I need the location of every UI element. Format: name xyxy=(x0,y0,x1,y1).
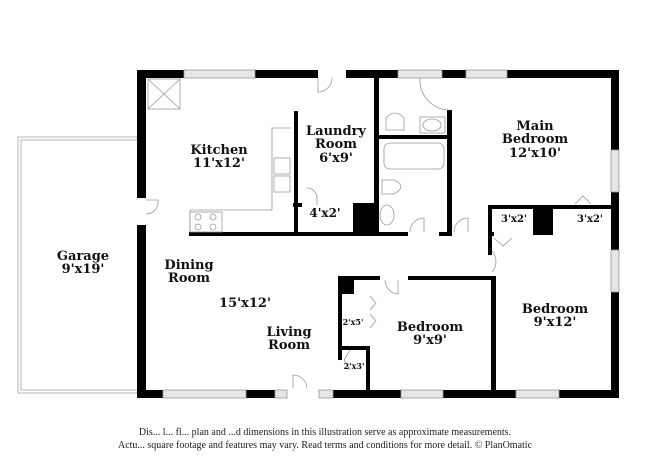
room-name: Garage xyxy=(56,249,110,264)
room-dimensions: 6'x9' xyxy=(319,150,353,166)
room-name-line2: Bedroom xyxy=(501,132,569,148)
closet-laundry: 4'x2' xyxy=(309,206,341,220)
disclaimer-line2: Actu... square footage and features may … xyxy=(117,440,533,451)
room-laundry: Laundry Room 6'x9' xyxy=(306,125,366,165)
vanity-icon xyxy=(419,116,446,134)
room-name: Kitchen xyxy=(190,143,248,158)
room-name-line2: Room xyxy=(315,137,357,153)
room-name-line2: Room xyxy=(268,338,310,354)
sink-icon xyxy=(273,157,291,175)
stove-icon xyxy=(189,211,223,233)
toilet-icon xyxy=(381,179,402,195)
room-dimensions: 11'x12' xyxy=(193,156,245,172)
closet-main-1: 3'x2' xyxy=(500,214,528,225)
room-dimensions: 9'x9' xyxy=(413,333,447,349)
room-dining: Dining Room xyxy=(164,259,213,286)
room-name-line1: Main xyxy=(516,119,554,134)
room-name-line2: Room xyxy=(168,271,210,287)
room-name-line1: Laundry xyxy=(306,124,366,139)
toilet-icon xyxy=(385,112,405,131)
room-name-line1: Dining xyxy=(164,258,214,273)
room-name: Bedroom xyxy=(396,320,464,335)
room-dimensions: 9'x19' xyxy=(61,262,105,278)
room-living: Living Room xyxy=(266,326,311,353)
fixtures xyxy=(145,77,592,389)
room-dimensions: 9'x12' xyxy=(533,315,577,331)
closet-hall-2: 2'x3' xyxy=(343,361,365,371)
room-dimensions: 15'x12' xyxy=(219,296,271,311)
room-bedroom-9x9: Bedroom 9'x9' xyxy=(397,321,463,348)
room-kitchen: Kitchen 11'x12' xyxy=(190,144,247,171)
bathtub-icon xyxy=(383,142,445,170)
room-name-line1: Living xyxy=(266,325,312,340)
garage-outline xyxy=(17,136,138,394)
room-main-bedroom: Main Bedroom 12'x10' xyxy=(502,120,568,160)
windows xyxy=(162,69,620,399)
room-garage: Garage 9'x19' xyxy=(57,250,109,277)
room-bedroom-9x12: Bedroom 9'x12' xyxy=(522,303,588,330)
interior-walls xyxy=(189,70,619,394)
sink-icon xyxy=(379,204,395,226)
room-name: Bedroom xyxy=(521,302,589,317)
closet-hall-1: 2'x5' xyxy=(342,317,364,327)
closet-main-2: 3'x2' xyxy=(576,214,604,225)
room-dimensions: 12'x10' xyxy=(509,145,561,161)
disclaimer-line1: Dis... l... fl... plan and ...d dimensio… xyxy=(138,427,512,438)
disclaimer: Dis... l... fl... plan and ...d dimensio… xyxy=(0,426,650,452)
skylight-icon xyxy=(147,78,181,110)
room-living-dining-dimensions: 15'x12' xyxy=(219,296,271,311)
